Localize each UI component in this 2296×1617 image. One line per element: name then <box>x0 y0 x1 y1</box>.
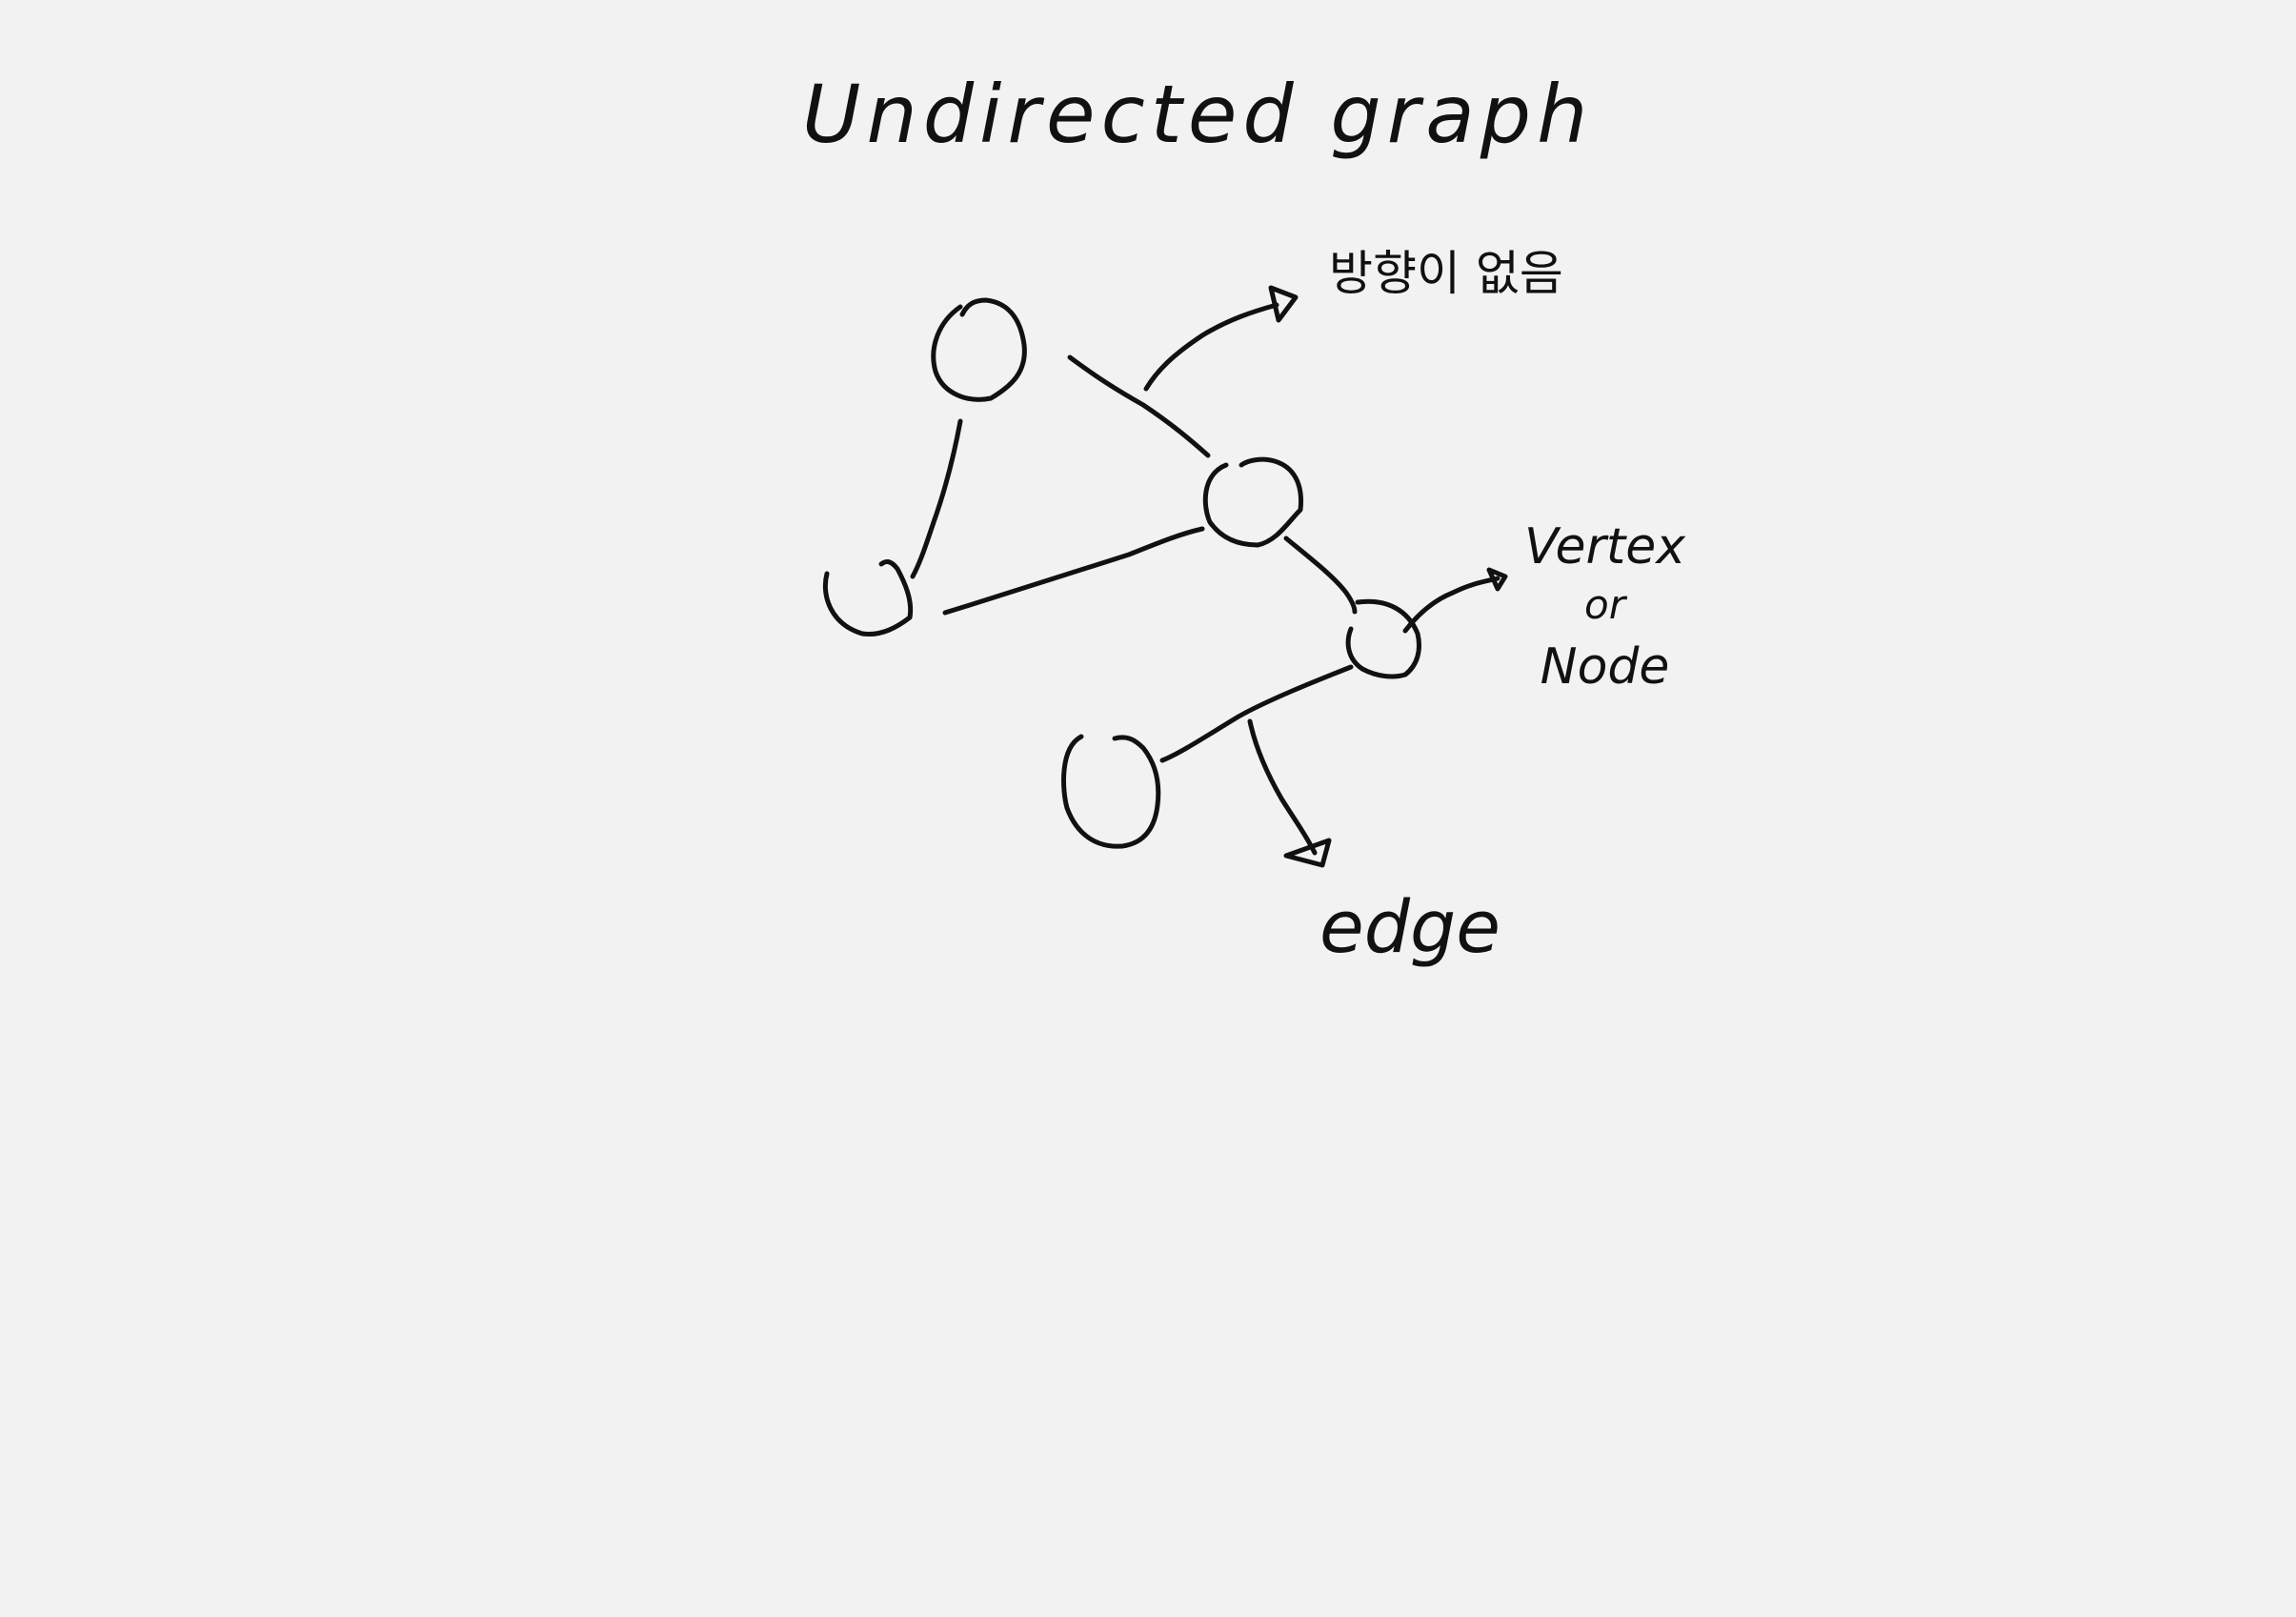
annotation-or: or <box>1584 581 1626 628</box>
arrow-head-vertex <box>1486 567 1508 592</box>
annotation-vertex-or-node: Vertex or Node <box>1524 522 1685 692</box>
diagram-title: Undirected graph <box>802 68 1594 161</box>
arrow-edge <box>1247 718 1318 856</box>
arrow-no-direction <box>1143 302 1279 392</box>
edge-a-c <box>1067 354 1211 458</box>
annotation-edge: edge <box>1319 884 1500 969</box>
arrow-vertex <box>1402 576 1500 634</box>
node-e <box>1060 734 1161 849</box>
node-d <box>1345 598 1421 679</box>
edge-c-d <box>1283 536 1358 615</box>
edge-a-b <box>910 418 963 579</box>
annotation-vertex: Vertex <box>1524 518 1686 576</box>
annotation-no-direction: 방향이 없음 <box>1329 246 1563 301</box>
arrow-head-edge <box>1283 838 1332 868</box>
annotation-node: Node <box>1540 638 1670 696</box>
edge-d-e <box>1159 664 1354 763</box>
node-a <box>931 297 1027 402</box>
node-c <box>1202 456 1304 548</box>
node-b <box>822 558 914 637</box>
edge-b-c <box>942 526 1205 616</box>
arrow-head-no-direction <box>1268 285 1299 323</box>
